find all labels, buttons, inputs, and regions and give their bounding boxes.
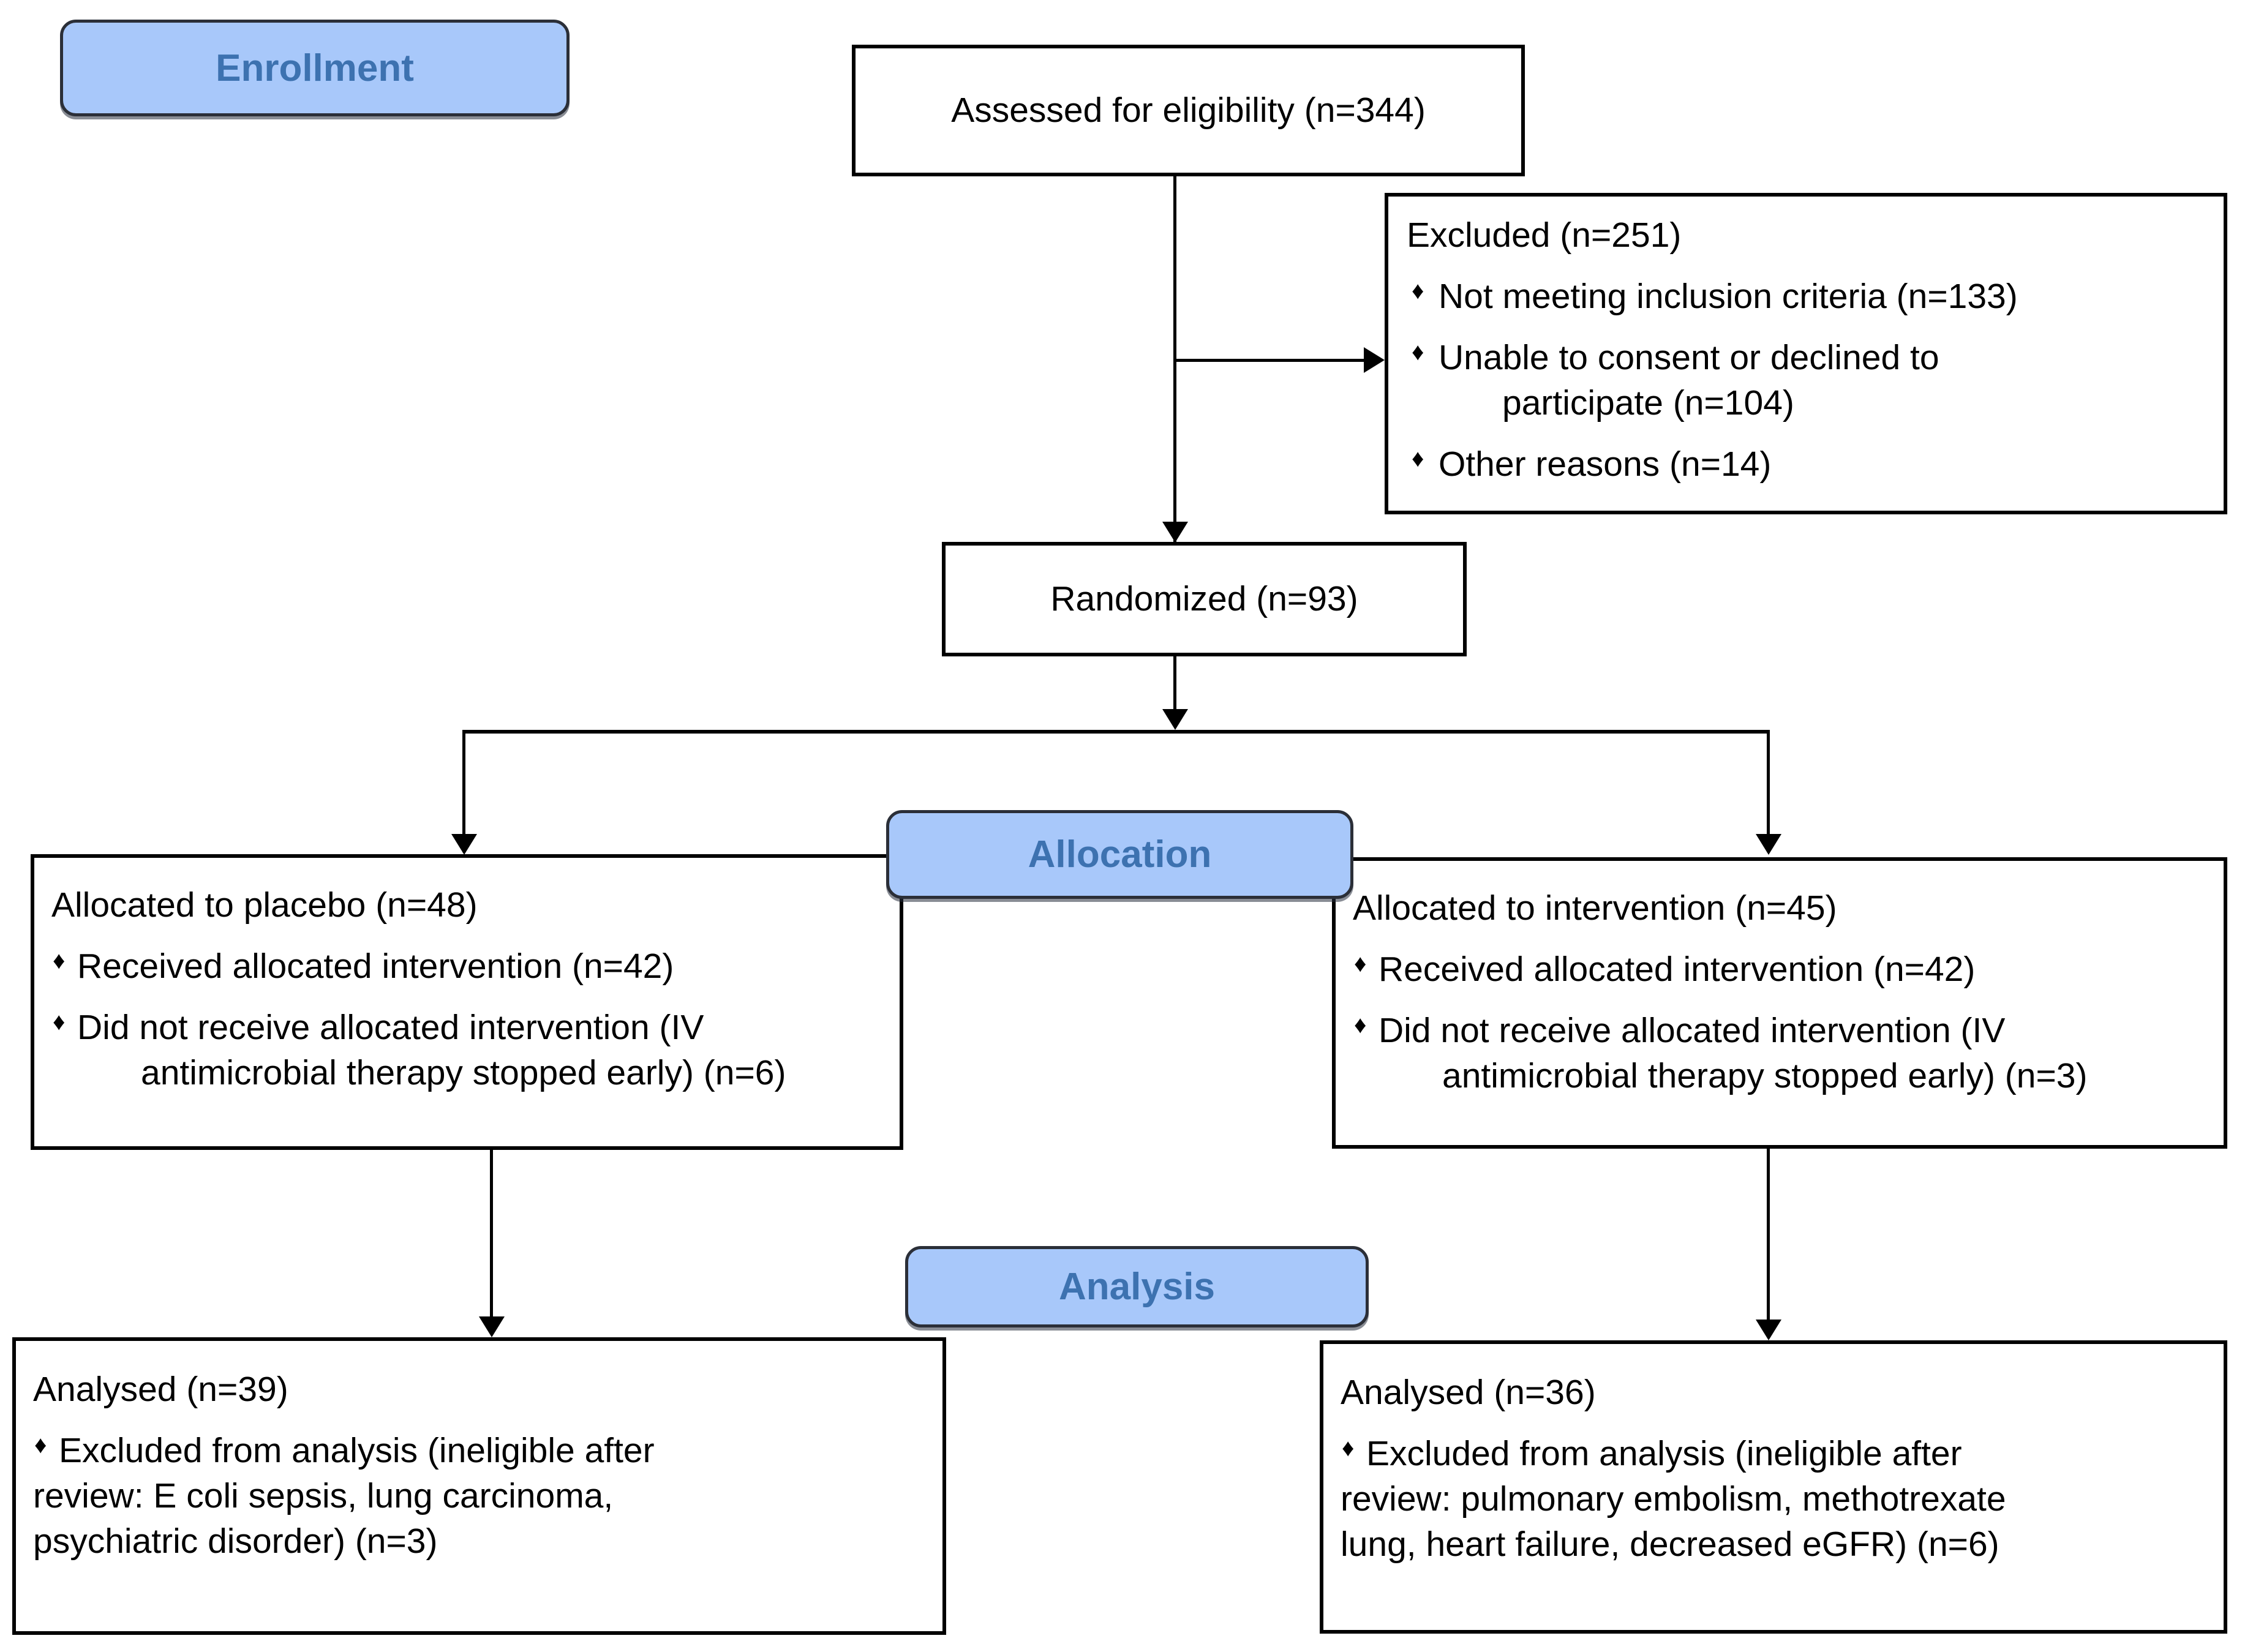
node-analysed-placebo: Analysed (n=39) ♦ Excluded from analysis… bbox=[12, 1337, 946, 1635]
node-assessed-for-eligibility: Assessed for eligibility (n=344) bbox=[852, 45, 1525, 176]
assessed-for-eligibility-text: Assessed for eligibility (n=344) bbox=[951, 91, 1426, 130]
analysed-placebo-bullet-1-line1: Excluded from analysis (ineligible after bbox=[59, 1431, 655, 1471]
diamond-bullet-icon: ♦ bbox=[53, 1008, 66, 1036]
analysed-placebo-bullet-1-line2: review: E coli sepsis, lung carcinoma, bbox=[33, 1476, 614, 1516]
arrowhead-into-intervention-analysis bbox=[1756, 1320, 1781, 1340]
allocated-intervention-bullet-1-line1: Received allocated intervention (n=42) bbox=[1379, 950, 1976, 989]
list-item: ♦ Received allocated intervention (n=42) bbox=[1353, 947, 2206, 992]
connector-to-excluded bbox=[1173, 359, 1365, 362]
diamond-bullet-icon: ♦ bbox=[1342, 1435, 1355, 1462]
analysed-intervention-bullet-1-line2: review: pulmonary embolism, methotrexate bbox=[1341, 1479, 2006, 1519]
node-analysed-intervention: Analysed (n=36) ♦ Excluded from analysis… bbox=[1320, 1340, 2227, 1634]
node-allocated-intervention: Allocated to intervention (n=45) ♦ Recei… bbox=[1332, 857, 2227, 1149]
excluded-bullet-list: ♦ Not meeting inclusion criteria (n=133)… bbox=[1407, 274, 2205, 487]
diamond-bullet-icon: ♦ bbox=[1412, 445, 1424, 473]
connector-fork-left-leg bbox=[462, 730, 465, 852]
allocated-intervention-bullet-list: ♦ Received allocated intervention (n=42)… bbox=[1353, 947, 2206, 1098]
allocated-intervention-bullet-2-line1: Did not receive allocated intervention (… bbox=[1379, 1011, 2006, 1051]
connector-placebo-to-analysis bbox=[490, 1150, 493, 1321]
list-item: ♦ Did not receive allocated intervention… bbox=[51, 1005, 882, 1095]
excluded-bullet-2-line2: participate (n=104) bbox=[1502, 383, 1794, 423]
list-item: ♦ Received allocated intervention (n=42) bbox=[51, 944, 882, 989]
arrowhead-to-excluded bbox=[1364, 347, 1385, 373]
randomized-text: Randomized (n=93) bbox=[1050, 579, 1358, 619]
stage-badge-allocation-label: Allocation bbox=[1028, 833, 1212, 876]
analysed-intervention-lead: Analysed (n=36) bbox=[1341, 1373, 1596, 1412]
list-item: ♦ Excluded from analysis (ineligible aft… bbox=[1341, 1431, 2206, 1567]
allocated-placebo-bullet-2-line1: Did not receive allocated intervention (… bbox=[77, 1008, 704, 1048]
allocated-intervention-bullet-2-line2: antimicrobial therapy stopped early) (n=… bbox=[1442, 1056, 2088, 1096]
allocated-placebo-bullet-1-line1: Received allocated intervention (n=42) bbox=[77, 947, 674, 986]
diamond-bullet-icon: ♦ bbox=[1354, 950, 1367, 978]
arrowhead-into-fork bbox=[1162, 709, 1188, 730]
connector-randomized-down bbox=[1173, 656, 1176, 713]
list-item: ♦ Other reasons (n=14) bbox=[1407, 441, 2205, 487]
analysed-placebo-lead: Analysed (n=39) bbox=[33, 1370, 288, 1409]
analysed-intervention-bullet-1-line3: lung, heart failure, decreased eGFR) (n=… bbox=[1341, 1525, 1999, 1564]
allocated-intervention-lead: Allocated to intervention (n=45) bbox=[1353, 888, 1837, 928]
analysed-intervention-bullet-list: ♦ Excluded from analysis (ineligible aft… bbox=[1341, 1431, 2206, 1567]
excluded-bullet-3-line1: Other reasons (n=14) bbox=[1439, 445, 1772, 484]
connector-fork-bar bbox=[462, 730, 1770, 734]
connector-fork-right-leg bbox=[1767, 730, 1770, 852]
arrowhead-into-intervention-allocation bbox=[1756, 834, 1781, 855]
stage-badge-enrollment: Enrollment bbox=[60, 20, 570, 116]
excluded-bullet-1-line1: Not meeting inclusion criteria (n=133) bbox=[1439, 277, 2018, 317]
list-item: ♦ Unable to consent or declined to parti… bbox=[1407, 335, 2205, 426]
diamond-bullet-icon: ♦ bbox=[53, 947, 66, 975]
excluded-lead: Excluded (n=251) bbox=[1407, 216, 1682, 255]
allocated-placebo-bullet-list: ♦ Received allocated intervention (n=42)… bbox=[51, 944, 882, 1095]
diamond-bullet-icon: ♦ bbox=[34, 1432, 47, 1459]
analysed-placebo-bullet-1-line3: psychiatric disorder) (n=3) bbox=[33, 1522, 438, 1561]
node-excluded: Excluded (n=251) ♦ Not meeting inclusion… bbox=[1385, 193, 2227, 514]
node-allocated-placebo: Allocated to placebo (n=48) ♦ Received a… bbox=[31, 854, 903, 1150]
stage-badge-enrollment-label: Enrollment bbox=[216, 47, 414, 89]
diamond-bullet-icon: ♦ bbox=[1354, 1012, 1367, 1039]
arrowhead-into-placebo-analysis bbox=[479, 1316, 505, 1337]
connector-intervention-to-analysis bbox=[1767, 1149, 1770, 1323]
list-item: ♦ Excluded from analysis (ineligible aft… bbox=[33, 1428, 925, 1564]
diamond-bullet-icon: ♦ bbox=[1412, 339, 1424, 366]
allocated-placebo-lead: Allocated to placebo (n=48) bbox=[51, 885, 478, 925]
arrowhead-into-placebo-allocation bbox=[451, 834, 477, 855]
stage-badge-allocation: Allocation bbox=[886, 810, 1353, 899]
diamond-bullet-icon: ♦ bbox=[1412, 277, 1424, 305]
node-randomized: Randomized (n=93) bbox=[942, 542, 1467, 656]
stage-badge-analysis: Analysis bbox=[905, 1246, 1369, 1327]
analysed-intervention-bullet-1-line1: Excluded from analysis (ineligible after bbox=[1366, 1434, 1962, 1474]
arrowhead-into-randomized bbox=[1162, 522, 1188, 543]
list-item: ♦ Not meeting inclusion criteria (n=133) bbox=[1407, 274, 2205, 319]
list-item: ♦ Did not receive allocated intervention… bbox=[1353, 1008, 2206, 1098]
analysed-placebo-bullet-list: ♦ Excluded from analysis (ineligible aft… bbox=[33, 1428, 925, 1564]
allocated-placebo-bullet-2-line2: antimicrobial therapy stopped early) (n=… bbox=[141, 1053, 786, 1093]
stage-badge-analysis-label: Analysis bbox=[1058, 1266, 1216, 1308]
excluded-bullet-2-line1: Unable to consent or declined to bbox=[1439, 338, 1939, 378]
